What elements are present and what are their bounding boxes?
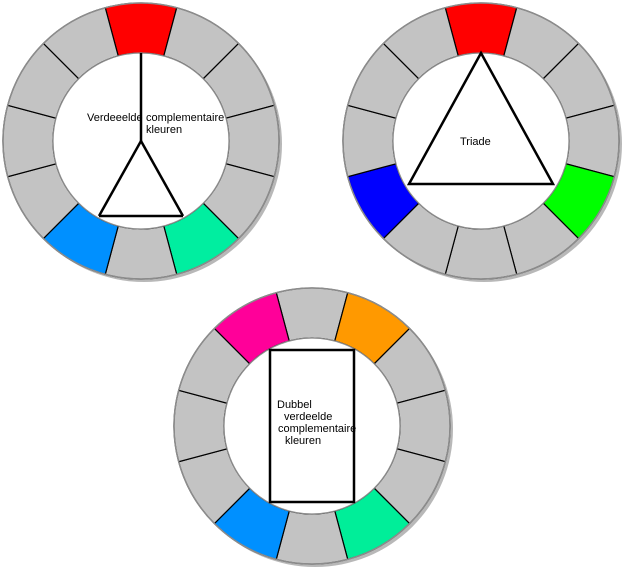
- split-complementary-shape: [97, 53, 185, 218]
- double-split-label-4: kleuren: [285, 435, 321, 447]
- wheel-inner-disc: [223, 337, 401, 515]
- split-complementary-label-right-2: kleuren: [146, 124, 182, 136]
- double-split-complementary-wheel: [173, 287, 453, 567]
- triad-label: Triade: [460, 136, 491, 148]
- triad-shape: [406, 50, 556, 186]
- split-complementary-label-right-1: complementaire: [146, 112, 224, 124]
- wheel-outer-ring: [2, 2, 280, 280]
- wheel-outer-ring: [173, 287, 451, 565]
- double-split-complementary-shape: [268, 348, 356, 504]
- split-complementary-label-left: Verdeeelde: [87, 112, 143, 124]
- double-split-label-2: verdeelde: [284, 411, 332, 423]
- wheel-outer-ring: [342, 2, 620, 280]
- double-split-label-3: complementaire: [278, 423, 356, 435]
- double-split-label-1: Dubbel: [277, 399, 312, 411]
- triad-wheel: [342, 2, 622, 282]
